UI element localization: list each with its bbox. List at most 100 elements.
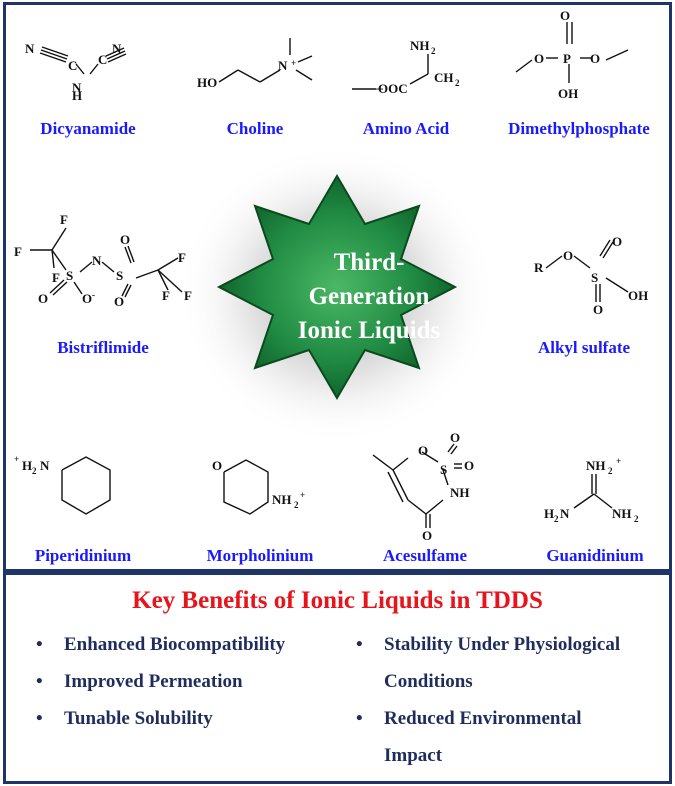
svg-text:O: O [82,291,92,306]
svg-text:NH: NH [612,506,632,521]
svg-text:+: + [291,58,296,68]
bullet: • [356,708,363,729]
benefits-title: Key Benefits of Ionic Liquids in TDDS [132,587,543,614]
ion-label-choline: Choline [226,119,284,138]
svg-text:—: — [369,80,384,95]
guanidinium-structure [573,474,613,509]
svg-text:R: R [534,260,544,275]
svg-text:O: O [120,232,130,247]
svg-text:H: H [544,506,554,521]
svg-text:OH: OH [558,86,578,101]
ion-label-dimethylphosphate: Dimethylphosphate [508,119,650,138]
svg-text:F: F [162,288,170,303]
svg-text:O: O [418,443,428,458]
svg-text:NH: NH [586,458,606,473]
alkyl-sulfate-structure [545,239,629,302]
svg-text:H: H [72,88,82,103]
benefit-item: •Enhanced Biocompatibility [36,626,285,663]
svg-text:HO: HO [197,75,217,90]
svg-text:H: H [22,458,32,473]
svg-text:F: F [52,270,60,285]
svg-text:S: S [66,268,73,283]
svg-text:2: 2 [294,500,299,510]
svg-text:N: N [278,58,288,73]
svg-text:O: O [422,528,432,543]
benefit-item: •Tunable Solubility [36,700,213,737]
svg-text:F: F [60,212,68,227]
bullet: • [36,634,43,655]
ion-label-acesulfame: Acesulfame [382,546,468,565]
svg-text:S: S [591,270,598,285]
svg-text:2: 2 [455,78,460,88]
structures-diagram: Third- Generation Ionic Liquids [14,8,648,543]
svg-text:N: N [112,41,122,56]
dicyanamide-structure [39,46,127,75]
benefits-panel [3,572,672,784]
svg-text:NH: NH [272,492,292,507]
svg-text:NH: NH [450,485,470,500]
bistriflimide-structure [30,227,183,298]
center-title-line2: Generation [309,283,430,310]
svg-text:-: - [92,290,95,300]
svg-text:C: C [68,58,77,73]
svg-text:O: O [464,458,474,473]
svg-text:O: O [212,458,222,473]
piperidinium-structure [61,456,111,515]
svg-text:+: + [14,454,19,464]
dimethylphosphate-structure [515,22,629,83]
ion-label-guanidinium: Guanidinium [546,546,644,565]
structures-panel [3,2,672,572]
ion-label-bistriflimide: Bistriflimide [57,338,149,357]
svg-text:O: O [114,294,124,309]
ion-label-piperidinium: Piperidinium [34,546,132,565]
svg-text:NH: NH [410,38,430,53]
svg-text:F: F [178,250,186,265]
svg-text:2: 2 [431,46,436,56]
svg-text:O: O [590,51,600,66]
ion-label-morpholinium: Morpholinium [206,546,314,565]
svg-text:O: O [560,8,570,23]
acesulfame-structure [372,443,462,528]
ion-label-amino-acid: Amino Acid [362,119,450,138]
ion-label-alkyl-sulfate: Alkyl sulfate [537,338,631,357]
morpholinium-structure [223,459,269,515]
svg-text:O: O [563,248,573,263]
svg-text:N: N [40,458,50,473]
center-star [216,174,458,400]
svg-text:O: O [593,302,603,317]
svg-text:N: N [92,253,102,268]
amino-acid-structure [352,54,429,90]
svg-text:2: 2 [32,466,37,476]
svg-text:O: O [38,291,48,306]
ion-label-dicyanamide: Dicyanamide [40,119,136,138]
choline-structure [218,38,313,83]
svg-text:N: N [25,41,35,56]
svg-text:O: O [450,430,460,445]
svg-text:CH: CH [434,70,454,85]
svg-text:C: C [98,52,107,67]
svg-text:P: P [563,51,571,66]
svg-text:S: S [116,268,123,283]
svg-text:F: F [14,244,22,259]
bullet: • [356,634,363,655]
bullet: • [36,708,43,729]
center-title-line3: Ionic Liquids [298,317,441,344]
benefit-item: •Improved Permeation [36,663,243,700]
svg-text:N: N [560,506,570,521]
svg-text:+: + [300,490,305,500]
svg-text:OH: OH [628,288,648,303]
svg-text:O: O [612,234,622,249]
svg-text:N: N [72,80,82,95]
svg-text:F: F [184,288,192,303]
svg-text:2: 2 [608,466,613,476]
svg-text:OOC: OOC [378,81,408,96]
svg-text:+: + [616,456,621,466]
svg-text:2: 2 [554,514,559,524]
svg-text:O: O [534,51,544,66]
svg-text:2: 2 [634,514,639,524]
center-title-line1: Third- [334,249,405,276]
svg-text:S: S [440,462,447,477]
bullet: • [36,671,43,692]
